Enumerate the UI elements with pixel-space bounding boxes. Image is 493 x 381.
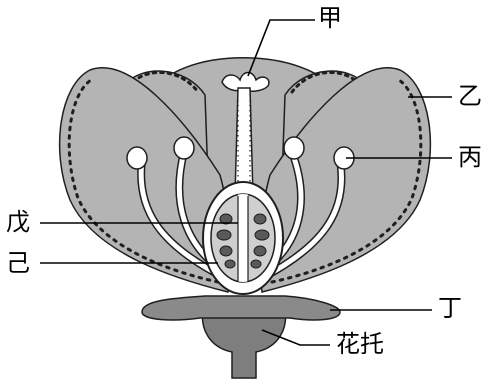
label-wu: 戊 xyxy=(6,210,30,234)
label-yi: 乙 xyxy=(458,84,482,108)
label-ji: 己 xyxy=(6,251,30,275)
label-bing: 丙 xyxy=(458,145,482,169)
sepals xyxy=(142,296,340,320)
anther-left-outer xyxy=(127,147,147,169)
style xyxy=(235,88,253,196)
anther-left-inner xyxy=(174,137,194,159)
label-jia: 甲 xyxy=(318,6,342,30)
label-receptacle: 花托 xyxy=(336,332,384,356)
label-ding: 丁 xyxy=(438,296,462,320)
anther-right-inner xyxy=(284,137,304,159)
